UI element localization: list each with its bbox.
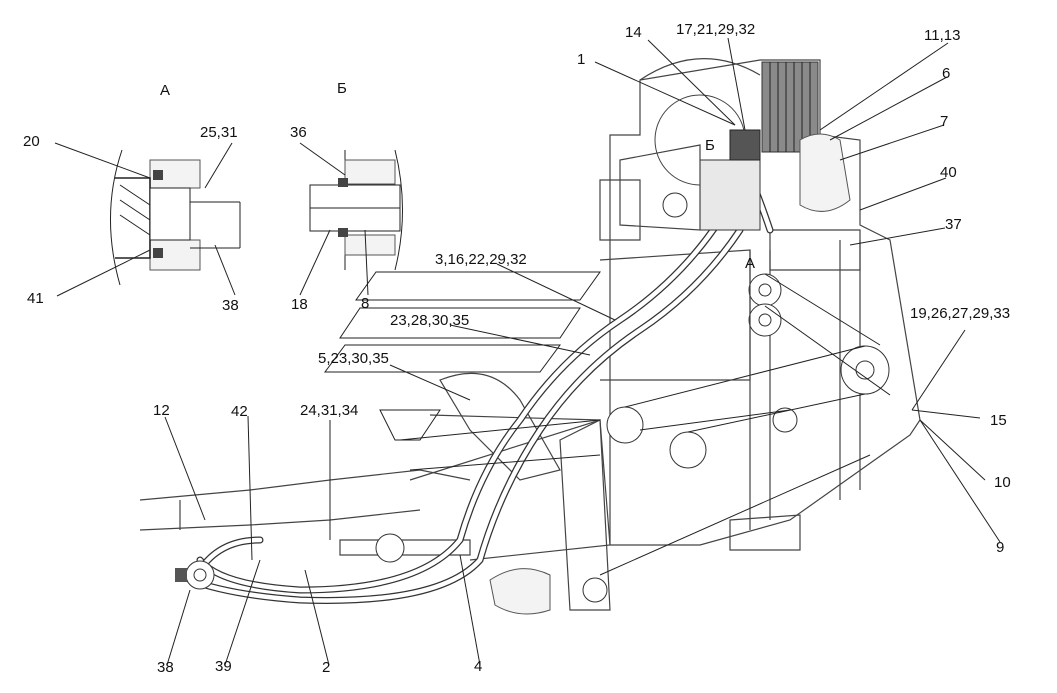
callout-14: 14 [625, 24, 642, 41]
view-b-arrow-label: Б [705, 137, 715, 154]
callout-4: 4 [474, 658, 482, 675]
callout-12: 12 [153, 402, 170, 419]
detail-view-a [110, 149, 241, 286]
callout-15: 15 [990, 412, 1007, 429]
machine-frame [139, 58, 921, 615]
callout-5-23-30-35: 5,23,30,35 [318, 350, 389, 367]
view-b-title: Б [337, 80, 347, 97]
hoses [186, 146, 774, 604]
view-a-arrow-label: А [745, 255, 755, 272]
pump-unit [175, 560, 215, 590]
callout-40: 40 [940, 164, 957, 181]
callout-37: 37 [945, 216, 962, 233]
callout-7: 7 [940, 113, 948, 130]
callout-24-31-34: 24,31,34 [300, 402, 358, 419]
callout-41: 41 [27, 290, 44, 307]
callout-9: 9 [996, 539, 1004, 556]
callout-1: 1 [577, 51, 585, 68]
callout-23-28-30-35: 23,28,30,35 [390, 312, 469, 329]
callout-3-16-22-29-32: 3,16,22,29,32 [435, 251, 527, 268]
callout-11-13: 11,13 [924, 27, 960, 44]
callout-20: 20 [23, 133, 40, 150]
callout-38-bottom: 38 [157, 659, 174, 676]
callout-36: 36 [290, 124, 307, 141]
callout-42: 42 [231, 403, 248, 420]
hydraulic-block [619, 129, 761, 231]
callout-17-21-29-32: 17,21,29,32 [676, 21, 755, 38]
detail-view-b [309, 149, 403, 271]
callout-bands [324, 271, 601, 471]
callout-2: 2 [322, 659, 330, 676]
callout-10: 10 [994, 474, 1011, 491]
callout-19-26-27-29-33: 19,26,27,29,33 [910, 305, 1010, 322]
view-a-title: А [160, 82, 170, 99]
callout-39: 39 [215, 658, 232, 675]
callout-38-top: 38 [222, 297, 239, 314]
leader-lines [54, 37, 1001, 666]
callout-8: 8 [361, 295, 369, 312]
callout-25-31: 25,31 [200, 124, 238, 141]
callout-6: 6 [942, 65, 950, 82]
callout-18: 18 [291, 296, 308, 313]
